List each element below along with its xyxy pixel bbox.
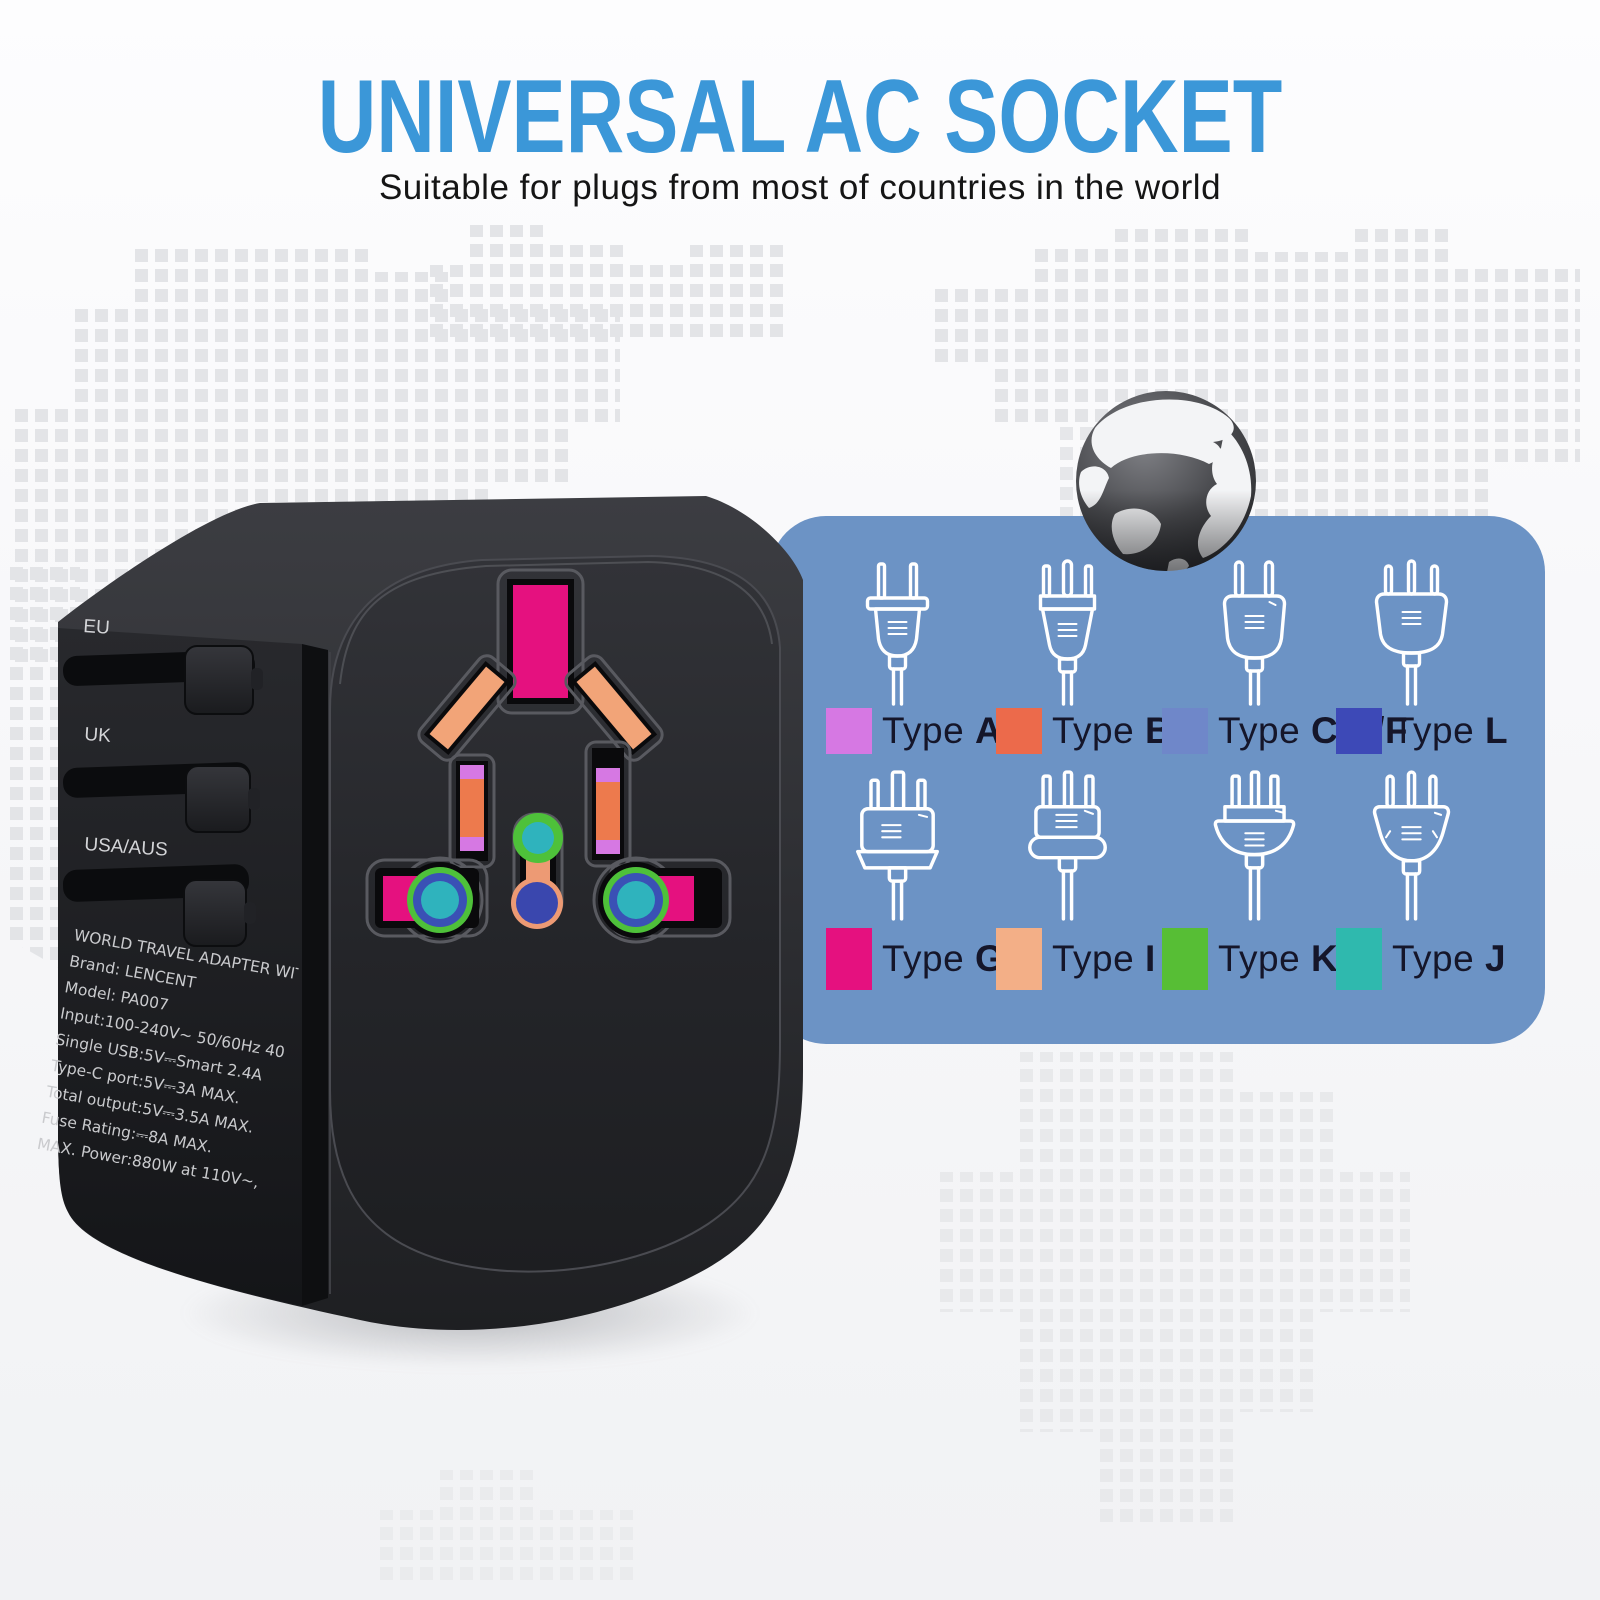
front-plate-arch-highlight (339, 560, 773, 685)
page-subtitle: Suitable for plugs from most of countrie… (378, 168, 1222, 207)
plug-icon-type-k (1148, 768, 1360, 926)
plug-icon-type-cef (1148, 556, 1360, 706)
legend-label-type-j: Type J (1392, 938, 1507, 979)
plug-icon-type-a (812, 556, 982, 706)
plug-icon-type-b (982, 556, 1152, 706)
slider-usa-aus: USA/AUS (62, 834, 256, 947)
page-title: UNIVERSAL AC SOCKET (317, 59, 1283, 175)
legend-item-type-l: Type L (1322, 556, 1508, 754)
legend-item-type-k: Type K (1148, 768, 1360, 990)
legend-label-type-k: Type K (1218, 938, 1339, 979)
legend-item-type-a: Type A (812, 556, 1002, 754)
slider-eu: EU (63, 616, 263, 715)
globe-graphic (1076, 391, 1256, 571)
color-swatch-type-i (996, 928, 1042, 990)
world-map-dot-cluster (380, 1470, 640, 1580)
color-swatch-type-cef (1162, 708, 1208, 754)
plug-icon-type-g (812, 768, 982, 926)
plug-icon-type-i (982, 768, 1152, 926)
color-swatch-type-l (1336, 708, 1382, 754)
color-swatch-type-j (1336, 928, 1382, 990)
slider-label-uk: UK (84, 724, 112, 747)
legend-label-type-i: Type I (1052, 938, 1156, 979)
legend-item-type-g: Type G (812, 768, 1004, 990)
legend-item-type-b: Type B (982, 556, 1172, 754)
legend-label-type-a: Type A (882, 710, 1003, 751)
universal-socket-face (365, 568, 732, 944)
legend-item-type-j: Type J (1322, 768, 1506, 990)
color-swatch-type-b (996, 708, 1042, 754)
plug-icon-type-l (1322, 556, 1500, 706)
legend-item-type-i: Type I (982, 768, 1155, 990)
adapter-corner-edge (302, 644, 328, 1306)
slider-uk: UK (63, 724, 260, 833)
slider-label-eu: EU (83, 616, 111, 639)
color-swatch-type-g (826, 928, 872, 990)
color-swatch-type-k (1162, 928, 1208, 990)
world-map-dot-cluster (940, 1052, 1410, 1522)
color-swatch-type-a (826, 708, 872, 754)
legend-label-type-l: Type L (1392, 710, 1509, 751)
travel-adapter-product-image: EU UK USA/AUS WORLD TRAVEL ADAPTER WITH … (36, 496, 803, 1331)
plug-icon-type-j (1322, 768, 1500, 926)
